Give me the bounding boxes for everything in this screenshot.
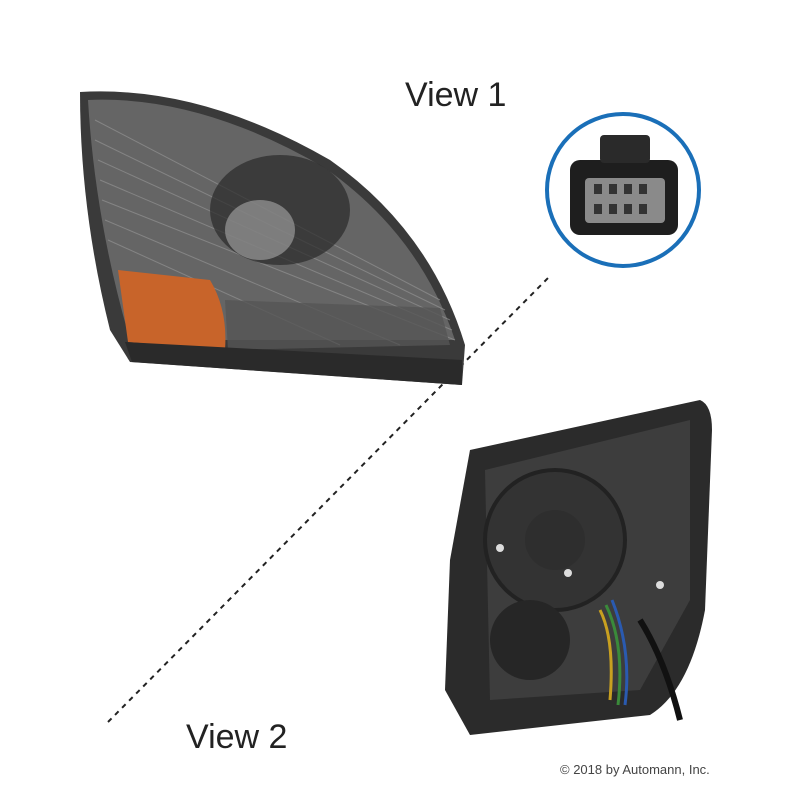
connector-detail-circle — [545, 112, 701, 268]
view-1-label: View 1 — [405, 76, 507, 114]
copyright-notice: © 2018 by Automann, Inc. — [560, 762, 710, 777]
dashed-connector-line — [107, 277, 549, 723]
view-2-label: View 2 — [186, 718, 288, 756]
amber-marker-lens — [118, 270, 226, 350]
headlamp-rear-view — [445, 400, 712, 735]
headlamp-front-view — [80, 91, 465, 385]
